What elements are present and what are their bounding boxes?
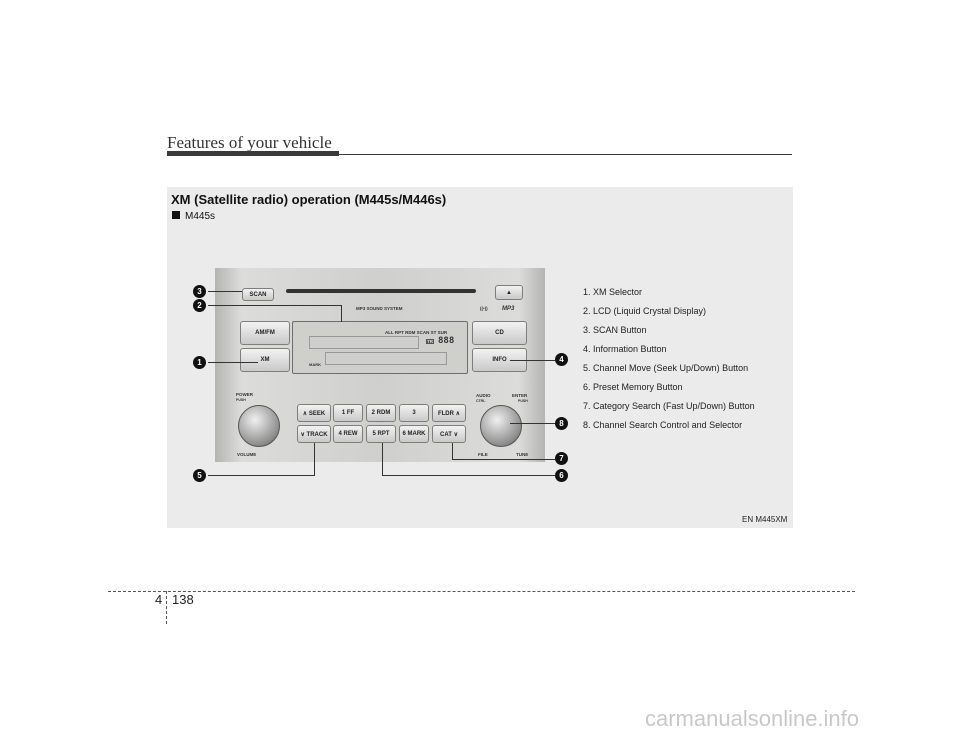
tune-knob[interactable] [480, 405, 522, 447]
leader-line-5-drop [314, 443, 315, 475]
category-down-button[interactable]: CAT ∨ [432, 425, 466, 443]
folder-up-button[interactable]: FLDR ∧ [432, 404, 466, 422]
callout-7: 7 [555, 452, 568, 465]
leader-line-3 [208, 291, 242, 292]
legend-item: 8. Channel Search Control and Selector [583, 420, 743, 430]
callout-1: 1 [193, 356, 206, 369]
volume-knob[interactable] [238, 405, 280, 447]
chapter-number: 4 [155, 592, 163, 607]
volume-label: VOLUME [237, 452, 257, 457]
square-bullet-icon [172, 211, 180, 219]
power-label: POWER [236, 392, 254, 397]
cd-slot [286, 289, 476, 293]
leader-line-8 [510, 423, 555, 424]
file-label: FILE [478, 452, 488, 457]
leader-line-1 [208, 362, 258, 363]
legend-item: 7. Category Search (Fast Up/Down) Button [583, 401, 755, 411]
lcd-mark-label: MARK [309, 362, 321, 367]
page-number: 138 [172, 592, 194, 607]
xm-button[interactable]: XM [240, 348, 290, 372]
legend-item: 1. XM Selector [583, 287, 643, 297]
tune-label: TUNE [516, 452, 529, 457]
leader-line-6 [382, 475, 555, 476]
model-label: M445s [185, 211, 216, 222]
scan-button[interactable]: SCAN [242, 288, 274, 301]
enter-push-label: PUSH [518, 399, 528, 403]
audio-label: AUDIO [476, 393, 491, 398]
preset-2-button[interactable]: 2 RDM [366, 404, 396, 422]
callout-2: 2 [193, 299, 206, 312]
preset-6-button[interactable]: 6 MARK [399, 425, 429, 443]
system-label: MP3 SOUND SYSTEM [356, 306, 403, 311]
seek-up-button[interactable]: ∧ SEEK [297, 404, 331, 422]
legend-item: 4. Information Button [583, 344, 667, 354]
mp3-logo: MP3 [502, 306, 515, 312]
callout-6: 6 [555, 469, 568, 482]
footer-rule [108, 591, 855, 592]
lcd-digits: 888 [438, 336, 455, 346]
header-rule-thin [339, 154, 792, 155]
section-title: XM (Satellite radio) operation (M445s/M4… [171, 192, 447, 207]
legend-item: 3. SCAN Button [583, 325, 647, 335]
eject-button[interactable]: ▲ [495, 285, 523, 300]
preset-5-button[interactable]: 5 RPT [366, 425, 396, 443]
preset-1-button[interactable]: 1 FF [333, 404, 363, 422]
leader-line-2-drop [341, 305, 342, 322]
audio-ctrl-label: CTRL [476, 399, 486, 403]
leader-line-6-drop [382, 443, 383, 475]
callout-8: 8 [555, 417, 568, 430]
cd-button[interactable]: CD [472, 321, 527, 345]
lcd-text-area [309, 336, 419, 349]
callout-5: 5 [193, 469, 206, 482]
leader-line-7-drop [452, 443, 453, 460]
leader-line-4 [510, 360, 555, 361]
xm-logo-icon: ((•)) [480, 306, 488, 311]
page-header-title: Features of your vehicle [167, 133, 332, 152]
legend-item: 2. LCD (Liquid Crystal Display) [583, 306, 707, 316]
lcd-text-area-2 [325, 352, 447, 365]
legend-item: 6. Preset Memory Button [583, 382, 683, 392]
lcd-indicators: ALL RPT RDM SCAN ST SUR [385, 330, 448, 335]
component-legend: 1. XM Selector 2. LCD (Liquid Crystal Di… [583, 283, 755, 435]
leader-line-7 [452, 459, 555, 460]
callout-3: 3 [193, 285, 206, 298]
footer-divider [166, 591, 167, 624]
leader-line-2 [208, 305, 341, 306]
header-rule-thick [167, 151, 339, 156]
preset-4-button[interactable]: 4 REW [333, 425, 363, 443]
model-subhead: M445s [172, 211, 215, 222]
lcd-track-badge: TR [426, 339, 434, 344]
am-fm-button[interactable]: AM/FM [240, 321, 290, 345]
power-push-label: PUSH [236, 398, 246, 402]
figure-code: EN M445XM [742, 515, 788, 524]
track-down-button[interactable]: ∨ TRACK [297, 425, 331, 443]
enter-label: ENTER [512, 393, 528, 398]
legend-item: 5. Channel Move (Seek Up/Down) Button [583, 363, 749, 373]
leader-line-5 [208, 475, 315, 476]
lcd-display: ALL RPT RDM SCAN ST SUR TR 888 MARK [292, 321, 468, 374]
site-watermark: carmanualsonline.info [645, 706, 860, 731]
preset-3-button[interactable]: 3 [399, 404, 429, 422]
callout-4: 4 [555, 353, 568, 366]
